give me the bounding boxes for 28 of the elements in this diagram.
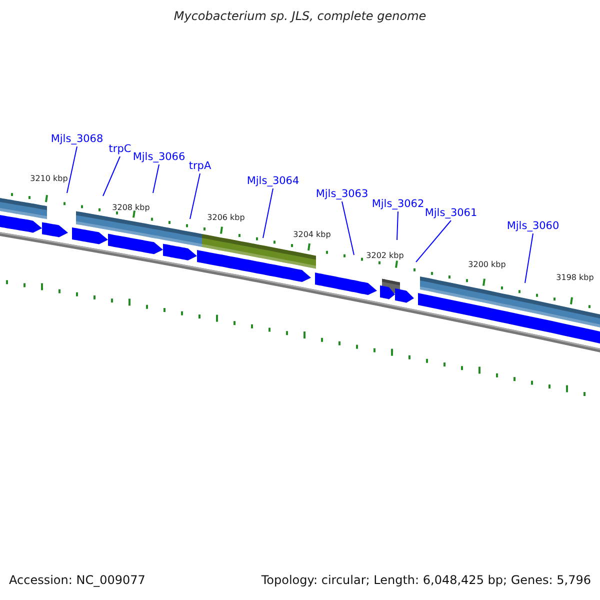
gene-label: Mjls_3061	[424, 208, 478, 220]
accession-text: Accession: NC_009077	[9, 574, 146, 588]
gene-label: trpA	[188, 161, 212, 173]
scale-label: 3210 kbp	[30, 175, 68, 183]
scale-label: 3208 kbp	[112, 204, 150, 212]
leader-line	[396, 211, 398, 240]
genome-info-text: Topology: circular; Length: 6,048,425 bp; Genes: 5,796	[261, 574, 591, 588]
leader-line	[66, 146, 78, 194]
gene-label: Mjls_3066	[132, 152, 186, 164]
leader-line	[262, 188, 274, 238]
scale-label: 3206 kbp	[207, 214, 245, 222]
leader-line	[102, 156, 120, 196]
scale-label: 3200 kbp	[468, 261, 506, 269]
scale-label: 3202 kbp	[366, 252, 404, 260]
map-title: Mycobacterium sp. JLS, complete genome	[172, 10, 428, 24]
scale-label: 3198 kbp	[556, 274, 594, 282]
leader-line	[342, 201, 354, 256]
leader-line	[416, 220, 452, 262]
leader-line	[190, 173, 200, 220]
gene-label: Mjls_3062	[372, 199, 424, 211]
gene-label: Mjls_3068	[50, 134, 104, 146]
scale-label: 3204 kbp	[293, 231, 331, 239]
gene-label: Mjls_3063	[316, 189, 368, 201]
gene-label: Mjls_3064	[246, 176, 300, 188]
leader-line	[152, 164, 160, 194]
gene-label: trpC	[108, 144, 132, 156]
leader-line	[524, 233, 534, 284]
gene-label: Mjls_3060	[506, 221, 560, 233]
